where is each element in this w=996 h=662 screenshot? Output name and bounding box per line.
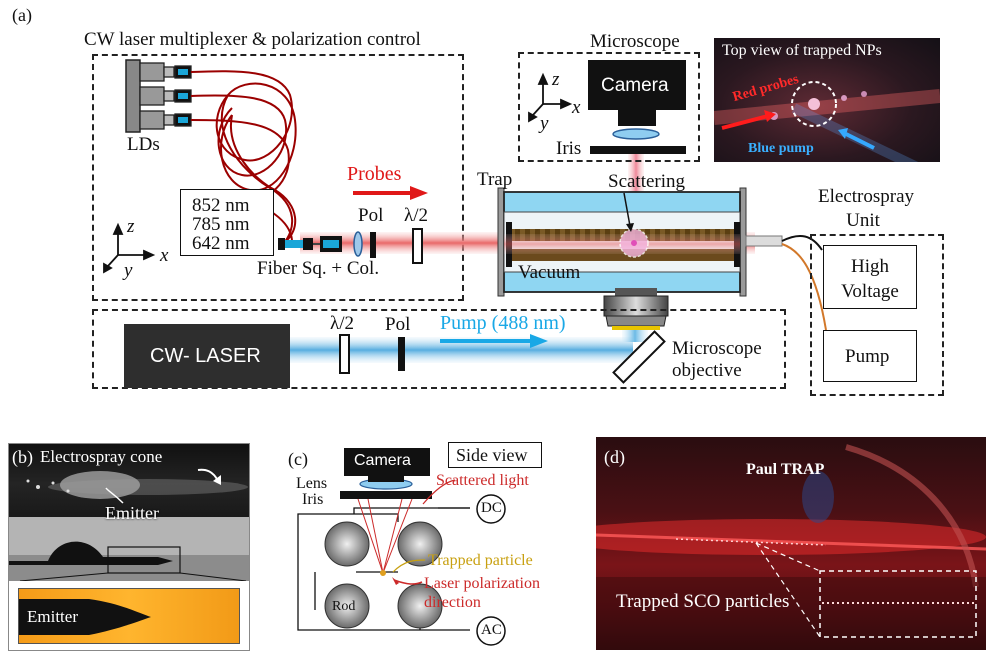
electrospray-cone-label: Electrospray cone bbox=[40, 447, 163, 466]
pump-wavelength-label: Pump (488 nm) bbox=[440, 312, 566, 334]
axis-x-label: x bbox=[160, 245, 169, 266]
microscope-objective-label: Microscope objective bbox=[672, 338, 762, 381]
panel-c-camera-mount bbox=[368, 476, 404, 482]
wavelength-785: 785 nm bbox=[192, 214, 250, 235]
laser-polarization-label: Laser polarization direction bbox=[424, 575, 540, 611]
wavelength-box bbox=[180, 189, 274, 256]
electrospray-label-1: Electrospray Unit bbox=[818, 186, 915, 231]
camera-mount bbox=[618, 110, 656, 126]
cw-laser-block bbox=[124, 324, 290, 388]
rod-label: Rod bbox=[332, 599, 356, 614]
trap-label: Trap bbox=[477, 169, 513, 190]
ac-label: AC bbox=[481, 622, 502, 638]
high-voltage-box bbox=[823, 245, 917, 309]
scattering-label: Scattering bbox=[608, 171, 686, 192]
fiber-label: Fiber Sq. + Col. bbox=[257, 258, 380, 279]
half-wave-label-pump: λ/2 bbox=[330, 313, 354, 334]
camera-label: Camera bbox=[601, 75, 669, 96]
cw-laser-label: CW- LASER bbox=[150, 345, 261, 367]
axis-y-label: y bbox=[124, 260, 133, 281]
wavelength-852: 852 nm bbox=[192, 195, 250, 216]
pol-label-probe: Pol bbox=[358, 205, 384, 226]
panel-c-camera-label: Camera bbox=[354, 452, 411, 469]
multiplexer-title: CW laser multiplexer & polarization cont… bbox=[84, 29, 421, 50]
pump-box-label: Pump bbox=[845, 346, 890, 367]
panel-b-zoom-photo: Emitter bbox=[18, 588, 240, 644]
probes-label: Probes bbox=[347, 163, 402, 185]
panel-b-border bbox=[8, 443, 250, 651]
multiplexer-box bbox=[92, 54, 464, 301]
mic-axis-x: x bbox=[572, 97, 581, 118]
pump-box bbox=[823, 330, 917, 382]
vacuum-label: Vacuum bbox=[518, 262, 581, 283]
top-view-title: Top view of trapped NPs bbox=[722, 42, 882, 59]
axis-z-label: z bbox=[127, 216, 135, 237]
panel-c-tag: (c) bbox=[288, 449, 308, 469]
half-wave-label-probe: λ/2 bbox=[404, 205, 428, 226]
emitter-zoom-label: Emitter bbox=[27, 607, 78, 626]
trapped-sco-label: Trapped SCO particles bbox=[616, 591, 790, 612]
panel-d-tag: (d) bbox=[604, 447, 625, 467]
iris-label: Iris bbox=[556, 138, 582, 159]
trapped-particle-label: Trapped particle bbox=[428, 552, 533, 569]
microscope-box bbox=[518, 52, 700, 162]
panel-d-photo bbox=[596, 437, 986, 650]
blue-pump-label: Blue pump bbox=[748, 141, 814, 156]
camera-block bbox=[588, 60, 686, 110]
emitter-label: Emitter bbox=[105, 503, 159, 523]
dc-label: DC bbox=[481, 500, 502, 516]
high-voltage-label: High Voltage bbox=[841, 256, 899, 302]
lds-label: LDs bbox=[127, 134, 160, 155]
panel-c-lens-label: Lens bbox=[296, 475, 328, 492]
cw-laser-box bbox=[92, 309, 786, 389]
panel-a-tag: (a) bbox=[12, 5, 32, 25]
mic-axis-z: z bbox=[552, 69, 560, 90]
wavelength-642: 642 nm bbox=[192, 233, 250, 254]
mic-axis-y: y bbox=[540, 113, 549, 134]
panel-c-camera bbox=[344, 448, 430, 476]
side-view-label: Side view bbox=[456, 445, 528, 465]
electrospray-box bbox=[810, 234, 944, 396]
paul-trap-label: Paul TRAP bbox=[746, 461, 825, 478]
pol-label-pump: Pol bbox=[385, 314, 411, 335]
top-view-photo: Top view of trapped NPs Red probes Blue … bbox=[714, 38, 940, 162]
microscope-label: Microscope bbox=[590, 31, 680, 52]
panel-b-tag: (b) bbox=[12, 447, 33, 467]
side-view-box bbox=[448, 442, 542, 468]
panel-c-iris-label: Iris bbox=[302, 491, 324, 508]
panel-b-top-photo bbox=[8, 443, 250, 517]
panel-b-middle-photo bbox=[8, 517, 250, 581]
scattered-light-label: Scattered light bbox=[436, 472, 529, 489]
